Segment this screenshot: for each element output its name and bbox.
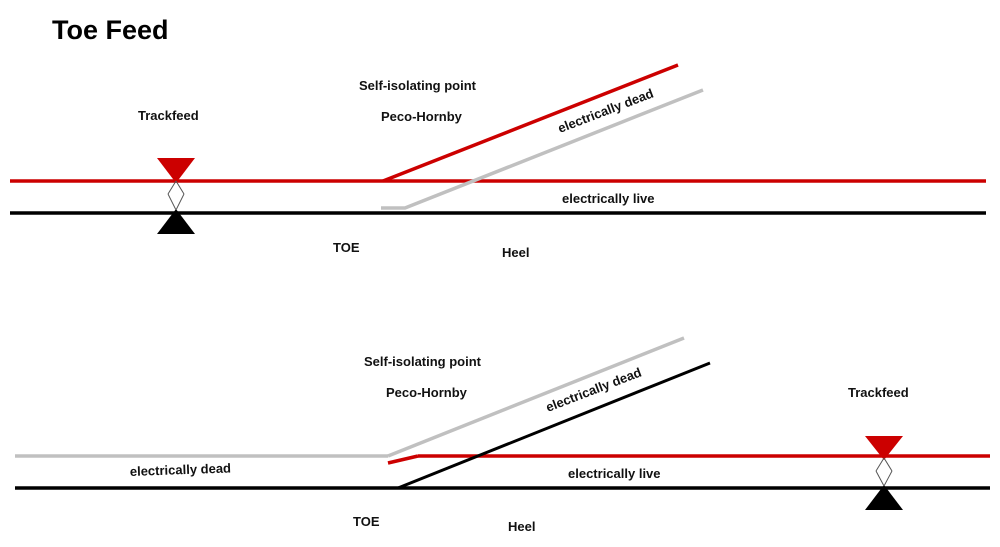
top-trackfeed-symbol [157, 158, 195, 234]
bottom-branch-neutral-rail [397, 361, 711, 490]
top-live-label: electrically live [562, 191, 655, 206]
bottom-live-label: electrically live [568, 466, 661, 481]
top-maker-label: Peco-Hornby [381, 109, 463, 124]
top-trackfeed-neutral-triangle [157, 209, 195, 234]
top-trackfeed-wire [175, 193, 185, 211]
diagram-title: Toe Feed [52, 15, 169, 45]
top-branch-dead-rail [381, 88, 704, 210]
bottom-diagram: Self-isolating point Peco-Hornby electri… [15, 336, 990, 534]
bottom-maker-label: Peco-Hornby [386, 385, 468, 400]
top-trackfeed-wire [167, 193, 177, 211]
top-branch-live-rail [382, 63, 679, 183]
bottom-dead-left-label: electrically dead [130, 460, 232, 479]
top-heel-label: Heel [502, 245, 529, 260]
top-point-label: Self-isolating point [359, 78, 477, 93]
bottom-heel-label: Heel [508, 519, 535, 534]
bottom-trackfeed-wire [883, 457, 893, 472]
bottom-live-stub [387, 454, 419, 465]
top-trackfeed-wire [175, 180, 185, 195]
bottom-point-label: Self-isolating point [364, 354, 482, 369]
bottom-trackfeed-wire [883, 470, 893, 487]
bottom-trackfeed-wire [875, 470, 885, 487]
bottom-trackfeed-label: Trackfeed [848, 385, 909, 400]
top-trackfeed-label: Trackfeed [138, 108, 199, 123]
bottom-trackfeed-live-triangle [865, 436, 903, 460]
top-trackfeed-wire [167, 180, 177, 195]
bottom-trackfeed-symbol [865, 436, 903, 510]
top-toe-label: TOE [333, 240, 360, 255]
bottom-trackfeed-wire [875, 457, 885, 472]
top-diagram: Trackfeed Self-isolating point Peco-Horn… [10, 63, 986, 260]
top-trackfeed-live-triangle [157, 158, 195, 183]
bottom-branch-dead-rail [387, 336, 685, 458]
bottom-toe-label: TOE [353, 514, 380, 529]
bottom-trackfeed-neutral-triangle [865, 485, 903, 510]
